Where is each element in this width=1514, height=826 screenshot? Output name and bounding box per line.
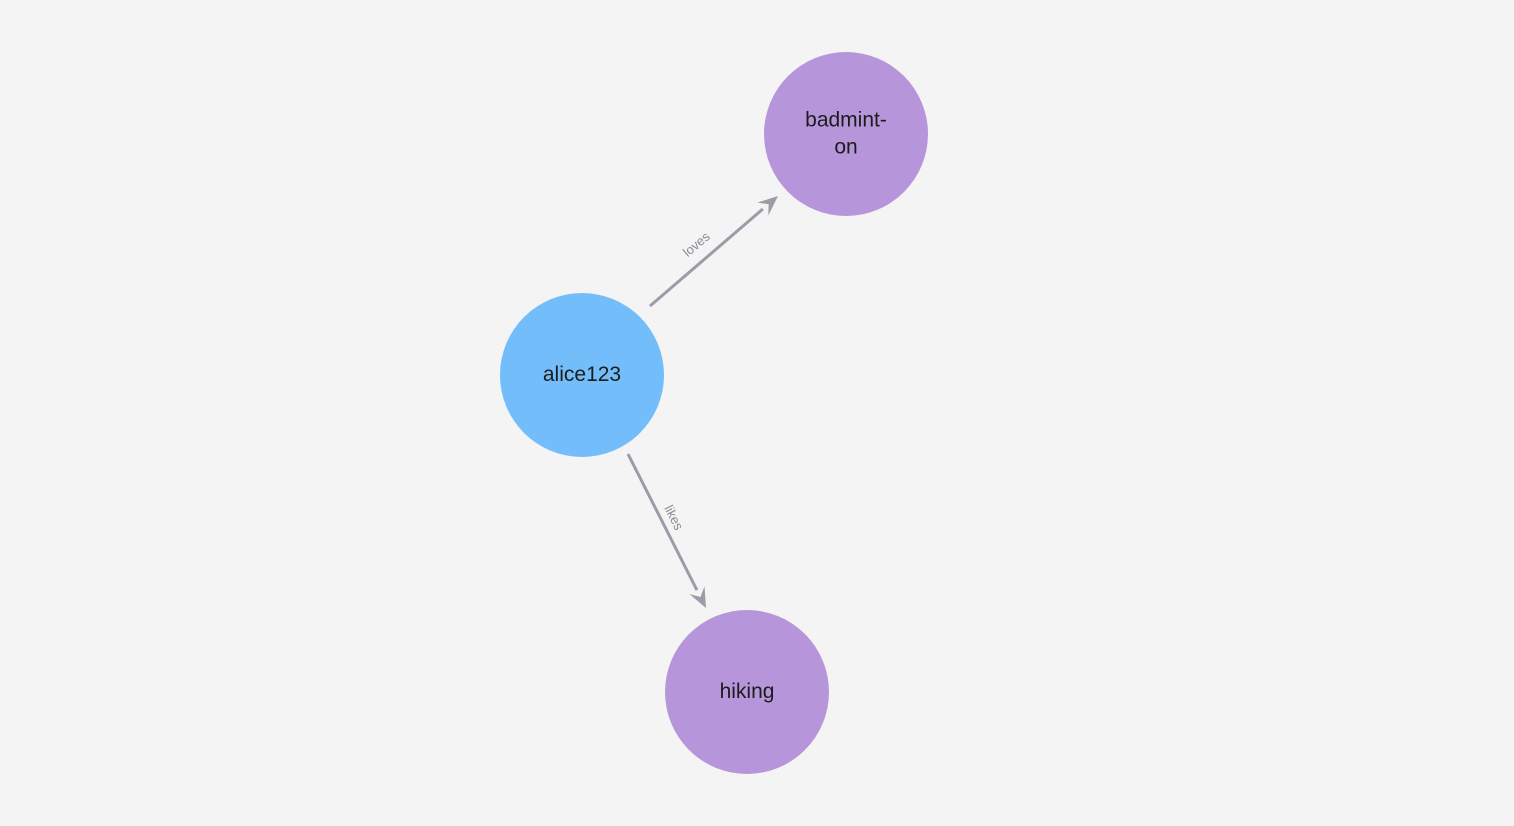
graph-node-badminton[interactable]: badmint-on: [764, 52, 928, 216]
node-circle[interactable]: [665, 610, 829, 774]
graph-edge[interactable]: likes: [626, 453, 706, 608]
graph-edge[interactable]: loves: [649, 196, 778, 308]
edge-line: [626, 453, 699, 591]
edge-arrowhead-icon: [689, 586, 706, 608]
edge-arrowhead-icon: [757, 196, 778, 216]
node-circle[interactable]: [764, 52, 928, 216]
edge-line: [649, 207, 764, 308]
nodes-layer: alice123 badmint-on hiking: [500, 52, 928, 774]
node-circle[interactable]: [500, 293, 664, 457]
graph-node-alice123[interactable]: alice123: [500, 293, 664, 457]
graph-node-hiking[interactable]: hiking: [665, 610, 829, 774]
